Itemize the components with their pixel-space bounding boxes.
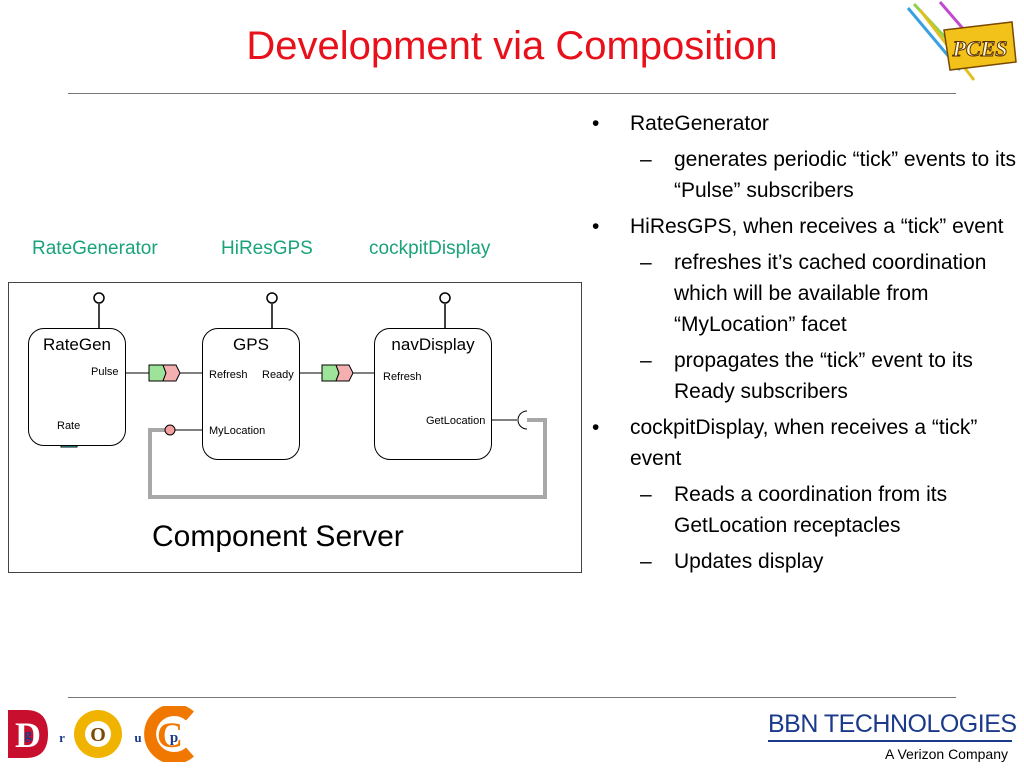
component-navdisplay: navDisplay Refresh GetLocation: [374, 328, 492, 460]
port-rate: Rate: [57, 420, 81, 432]
port-pulse: Pulse: [91, 366, 119, 378]
bullet-marker: •: [592, 112, 600, 135]
sub-bullet-marker: –: [640, 483, 652, 506]
doc-group-logo: D O C g r u p: [8, 706, 194, 762]
bullet-text: cockpitDisplay, when receives a “tick” e…: [630, 416, 978, 470]
sub-bullet-marker: –: [640, 148, 652, 171]
bullet-list: •RateGenerator –generates periodic “tick…: [592, 108, 1022, 582]
sub-bullet-text: propagates the “tick” event to its Ready…: [674, 349, 973, 403]
port-getlocation: GetLocation: [426, 415, 486, 427]
navdisplay-name: navDisplay: [391, 335, 475, 354]
sub-bullet-item: –refreshes it’s cached coordination whic…: [592, 247, 1022, 340]
doc-letter-u: u: [134, 730, 141, 745]
port-nav-refresh: Refresh: [383, 371, 422, 383]
doc-letter-c: C: [157, 715, 183, 755]
bullet-marker: •: [592, 215, 600, 238]
bbn-tagline: A Verizon Company: [885, 746, 1008, 762]
rategen-name: RateGen: [42, 335, 112, 354]
sub-bullet-text: Updates display: [674, 550, 824, 573]
bullet-text: RateGenerator: [630, 112, 769, 135]
pces-logo: PCES: [906, 1, 1017, 81]
bullet-marker: •: [592, 416, 600, 439]
gps-name: GPS: [233, 335, 269, 354]
top-divider: [68, 93, 956, 94]
bullet-item: • cockpitDisplay, when receives a “tick” …: [592, 412, 1022, 474]
component-server-label: Component Server: [152, 520, 404, 553]
sub-bullet-marker: –: [640, 550, 652, 573]
doc-letter-o: O: [90, 724, 106, 746]
port-mylocation: MyLocation: [209, 425, 266, 437]
label-rategenerator: RateGenerator: [32, 238, 158, 259]
doc-letter-d: D: [15, 715, 41, 755]
port-ready: Ready: [262, 369, 294, 381]
sub-bullet-item: –Updates display: [592, 546, 1022, 577]
doc-letter-p: p: [170, 730, 178, 746]
sub-bullet-item: –propagates the “tick” event to its Read…: [592, 345, 1022, 407]
sub-bullet-text: Reads a coordination from its GetLocatio…: [674, 483, 948, 537]
sub-bullet-marker: –: [640, 251, 652, 274]
port-gps-refresh: Refresh: [209, 369, 248, 381]
sub-bullet-marker: –: [640, 349, 652, 372]
slide-title: Development via Composition: [246, 24, 778, 68]
bullet-item: • HiResGPS, when receives a “tick” event: [592, 211, 1022, 242]
pces-logo-text: PCES: [951, 36, 1007, 61]
bbn-name: BBN TECHNOLOGIES: [768, 710, 1017, 738]
label-cockpitdisplay: cockpitDisplay: [369, 238, 491, 259]
doc-letter-g: g: [24, 727, 32, 743]
bottom-divider: [68, 697, 956, 698]
sub-bullet-text: generates periodic “tick” events to its …: [674, 148, 1016, 202]
sub-bullet-text: refreshes it’s cached coordination which…: [674, 251, 987, 336]
sub-bullet-item: –generates periodic “tick” events to its…: [592, 144, 1022, 206]
bullet-text: HiResGPS, when receives a “tick” event: [630, 215, 1004, 238]
sub-bullet-item: –Reads a coordination from its GetLocati…: [592, 479, 1022, 541]
bullet-item: • RateGenerator: [592, 108, 1022, 139]
label-hiresgps: HiResGPS: [221, 238, 313, 259]
bbn-underline: [768, 740, 1012, 742]
component-rategen: RateGen Pulse Rate: [28, 328, 126, 446]
doc-letter-r: r: [59, 730, 65, 745]
bbn-logo: BBN TECHNOLOGIES A Verizon Company: [768, 710, 1017, 762]
component-gps: GPS Refresh Ready MyLocation: [202, 328, 300, 460]
